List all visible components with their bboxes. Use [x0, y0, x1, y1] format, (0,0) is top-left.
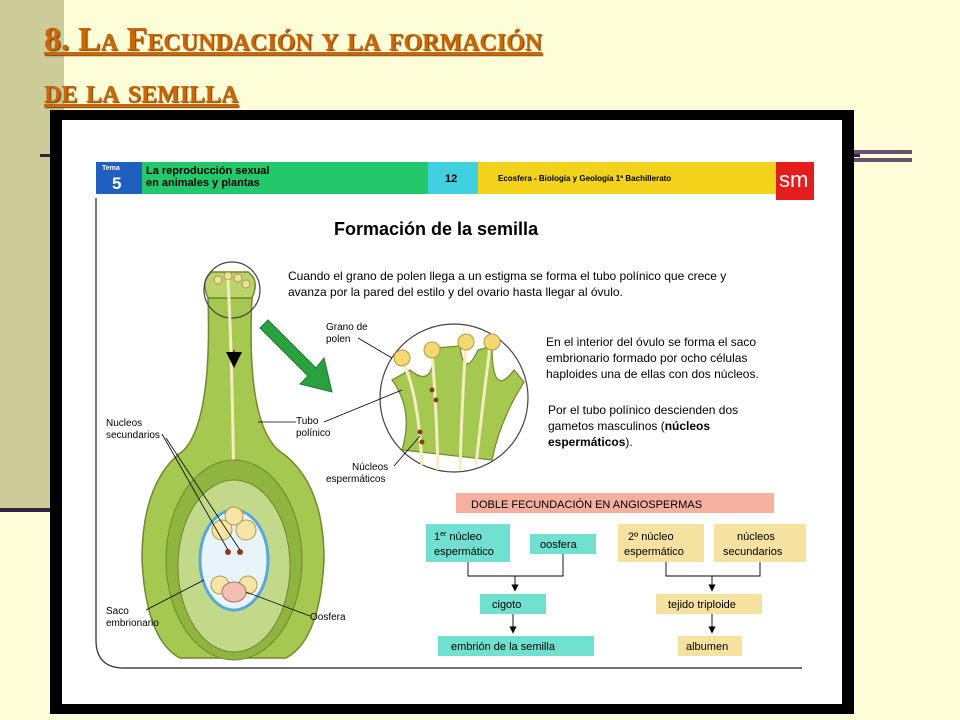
label-saco-1: Saco [106, 606, 129, 617]
box2-text: oosfera [540, 539, 578, 551]
slide-title-line2: de la semilla [44, 73, 239, 110]
publisher-text: sm [779, 167, 808, 192]
box-2o-nucleo [618, 524, 704, 562]
tema-number: 5 [112, 174, 121, 193]
topic-line2: en animales y plantas [146, 177, 260, 189]
intro-line2: avanza por la pared del estilo y del ova… [288, 285, 623, 299]
topic-line1: La reproducción sexual [146, 165, 269, 177]
box3-text: cigoto [492, 599, 521, 611]
figure-title: Formación de la semilla [334, 219, 539, 239]
desc1-line3: haploides una de ellas con dos núcleos. [546, 367, 759, 381]
leader-tubo-2 [323, 389, 403, 423]
label-nucleos-sec-2: secundarios [106, 430, 160, 441]
box-tejido-triploide [656, 594, 762, 614]
box-albumen [678, 636, 742, 656]
doble-fecundacion-diagram: DOBLE FECUNDACIÓN EN ANGIOSPERMAS 1er nú… [426, 493, 806, 656]
divider-line-left [0, 508, 56, 512]
green-arrow-icon [259, 319, 333, 393]
leader-saco [145, 579, 205, 611]
leader-nucleos-sec [161, 433, 229, 551]
slide-title: 8. La Fecundación y la formación de la s… [44, 14, 924, 118]
leader-oosfera [245, 591, 311, 617]
page-number: 12 [445, 173, 457, 185]
box5-line2: espermático [624, 546, 684, 558]
label-grano-2: polen [326, 334, 350, 345]
textbook-figure: Tema 5 La reproducción sexual en animale… [95, 162, 814, 669]
desc1-line2: embrionario formado por ocho células [546, 351, 747, 365]
label-oosfera: Oosfera [310, 612, 346, 623]
desc2-line1: Por el tubo polínico descienden dos [548, 403, 738, 417]
label-nucleos-sec-1: Nucleos [106, 418, 142, 429]
label-saco-2: embrionario [106, 618, 159, 629]
label-nucleos-esp-1: Núcleos [352, 462, 388, 473]
box5-line1: 2º núcleo [628, 531, 674, 543]
divider-line-right [848, 150, 912, 154]
box7-text: tejido triploide [668, 599, 736, 611]
page-border [95, 198, 802, 669]
tema-label: Tema [102, 165, 120, 172]
textbook-page: Tema 5 La reproducción sexual en animale… [62, 120, 842, 704]
leader-nucleos-esp [393, 435, 421, 467]
page-number-block [428, 162, 478, 194]
pistil-illustration [141, 261, 325, 661]
desc2-line3: espermáticos). [548, 435, 633, 449]
connector-right [665, 562, 761, 577]
box1-line2: espermático [434, 546, 494, 558]
label-tubo-2: polínico [296, 428, 331, 439]
desc1-line1: En el interior del óvulo se forma el sac… [546, 335, 756, 349]
box6-line1: núcleos [737, 531, 775, 543]
diagram-heading-box [456, 493, 774, 513]
box1-line1: 1er núcleo [434, 531, 482, 543]
book-block [478, 162, 776, 194]
slide-title-line1: 8. La Fecundación y la formación [44, 21, 543, 58]
box-oosfera [530, 534, 596, 554]
label-grano-1: Grano de [326, 322, 368, 333]
diagram-heading: DOBLE FECUNDACIÓN EN ANGIOSPERMAS [471, 498, 702, 511]
magnified-stigma [379, 323, 529, 473]
tema-block [96, 162, 142, 194]
box-cigoto [480, 594, 546, 614]
publisher-logo [776, 162, 814, 200]
leader-nucleos-sec-2 [165, 437, 241, 551]
label-nucleos-esp-2: espermáticos [326, 474, 385, 485]
connector-left [467, 554, 564, 577]
box8-text: albumen [686, 641, 728, 653]
box6-line2: secundarios [723, 546, 783, 558]
label-tubo-1: Tubo [296, 416, 319, 427]
leader-grano [357, 337, 393, 359]
box4-text: embrión de la semilla [451, 641, 556, 653]
topic-block [142, 162, 428, 194]
box-embrion [438, 636, 594, 656]
book-title: Ecosfera - Biología y Geología 1º Bachil… [498, 174, 671, 183]
desc2-line2: gametos masculinos (núcleos [548, 419, 710, 433]
divider-line-right-2 [848, 158, 912, 162]
intro-line1: Cuando el grano de polen llega a un esti… [288, 269, 726, 283]
box-1er-nucleo [426, 524, 510, 562]
box-nucleos-secundarios [714, 524, 806, 562]
